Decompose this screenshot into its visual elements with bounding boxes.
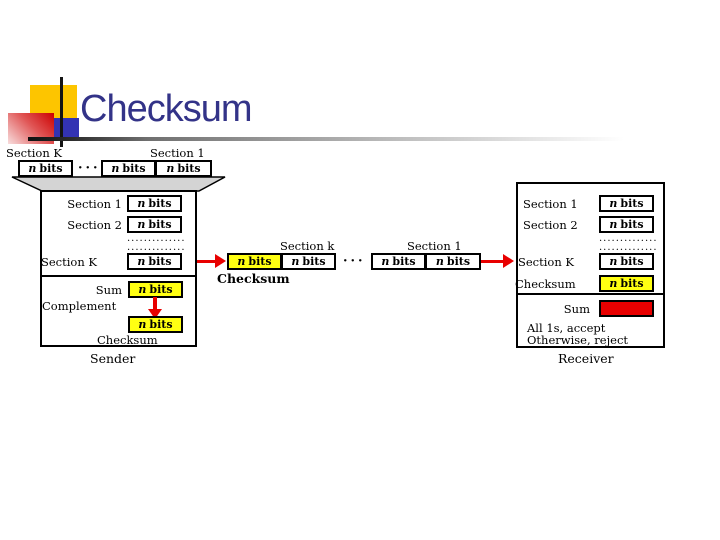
sender-caption: Sender <box>90 351 136 366</box>
n-symbol: n <box>381 255 390 268</box>
bits-label: bits <box>248 255 272 268</box>
n-symbol: n <box>166 162 175 175</box>
receiver-sum-box <box>599 300 654 317</box>
decor-vertical-line <box>60 77 63 147</box>
bits-label: bits <box>149 283 173 296</box>
bits-label: bits <box>392 255 416 268</box>
bits-label: bits <box>620 218 644 231</box>
n-symbol: n <box>137 197 146 210</box>
n-symbol: n <box>111 162 120 175</box>
sender-complement-label: Complement <box>42 299 117 313</box>
bits-label: bits <box>620 197 644 210</box>
bits-label: bits <box>148 255 172 268</box>
receiver-reject-text: Otherwise, reject <box>527 333 629 347</box>
continuation-dots: .............. <box>599 233 658 244</box>
receiver-divider <box>516 293 665 295</box>
bits-label: bits <box>148 218 172 231</box>
title-underline-rule <box>28 137 690 141</box>
page-title: Checksum <box>80 88 252 130</box>
n-symbol: n <box>435 255 444 268</box>
sender-section2-label: Section 2 <box>67 218 122 232</box>
sender-sectionK-label: Section K <box>41 255 98 269</box>
n-symbol: n <box>291 255 300 268</box>
bits-label: bits <box>149 318 173 331</box>
sender-section1-label: Section 1 <box>67 197 122 211</box>
n-symbol: n <box>237 255 246 268</box>
n-symbol: n <box>138 318 147 331</box>
sender-divider <box>40 275 197 277</box>
bits-label: bits <box>39 162 63 175</box>
continuation-dots: .............. <box>599 242 658 253</box>
bits-label: bits <box>620 277 644 290</box>
ellipsis: ··· <box>343 254 366 269</box>
n-symbol: n <box>609 277 618 290</box>
receiver-section1-label: Section 1 <box>523 197 578 211</box>
frame-to-receiver-arrow <box>481 260 504 263</box>
right-arrowhead-icon <box>215 254 226 268</box>
receiver-accept-text: All 1s, accept <box>527 321 606 335</box>
n-symbol: n <box>137 218 146 231</box>
receiver-checksum-label: Checksum <box>515 277 576 291</box>
bits-label: bits <box>177 162 201 175</box>
n-symbol: n <box>138 283 147 296</box>
bits-label: bits <box>122 162 146 175</box>
bits-label: bits <box>620 255 644 268</box>
ellipsis: ··· <box>78 161 101 176</box>
bits-label: bits <box>302 255 326 268</box>
receiver-caption: Receiver <box>558 351 614 366</box>
continuation-dots: .............. <box>127 242 186 253</box>
bits-label: bits <box>446 255 471 268</box>
sender-to-frame-arrow <box>197 260 217 263</box>
transit-section1-label: Section 1 <box>407 239 462 253</box>
complement-arrow <box>153 297 157 310</box>
bits-label: bits <box>148 197 172 210</box>
topframe-section1-label: Section 1 <box>150 146 205 160</box>
receiver-sectionK-label: Section K <box>518 255 575 269</box>
n-symbol: n <box>28 162 37 175</box>
transit-checksum-label: Checksum <box>217 271 290 286</box>
right-arrowhead-icon <box>503 254 514 268</box>
receiver-section2-label: Section 2 <box>523 218 578 232</box>
sender-sum-label: Sum <box>95 283 122 297</box>
decor-blue-square <box>54 118 79 138</box>
n-symbol: n <box>609 218 618 231</box>
n-symbol: n <box>609 197 618 210</box>
topframe-sectionK-label: Section K <box>6 146 63 160</box>
receiver-sum-label: Sum <box>563 302 590 316</box>
continuation-dots: .............. <box>127 233 186 244</box>
transit-sectionk-label: Section k <box>280 239 335 253</box>
sender-checksum-label: Checksum <box>97 333 158 347</box>
n-symbol: n <box>609 255 618 268</box>
n-symbol: n <box>137 255 146 268</box>
funnel-shape <box>11 176 226 192</box>
complement-arrowhead-icon <box>148 309 162 319</box>
